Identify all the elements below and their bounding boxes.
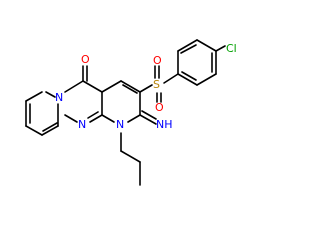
atom-labels: O N N N NH S O O Cl [55,42,237,131]
atom-carbonyl-oxygen: O [81,53,90,66]
chemical-structure: O N N N NH S O O Cl [25,39,237,186]
bond-lines [25,39,226,186]
atom-pyrimidine-nitrogen: N [78,118,86,131]
atom-sulfonyl-oxygen-lower: O [155,101,164,114]
atom-pyridine-nitrogen: N [55,91,63,104]
atom-ring-nitrogen: N [116,118,124,131]
atom-sulfonyl-oxygen-upper: O [153,54,162,67]
atom-chlorine: Cl [226,42,237,55]
atom-imine: NH [156,118,173,131]
atom-sulfonyl-sulfur: S [153,78,160,91]
